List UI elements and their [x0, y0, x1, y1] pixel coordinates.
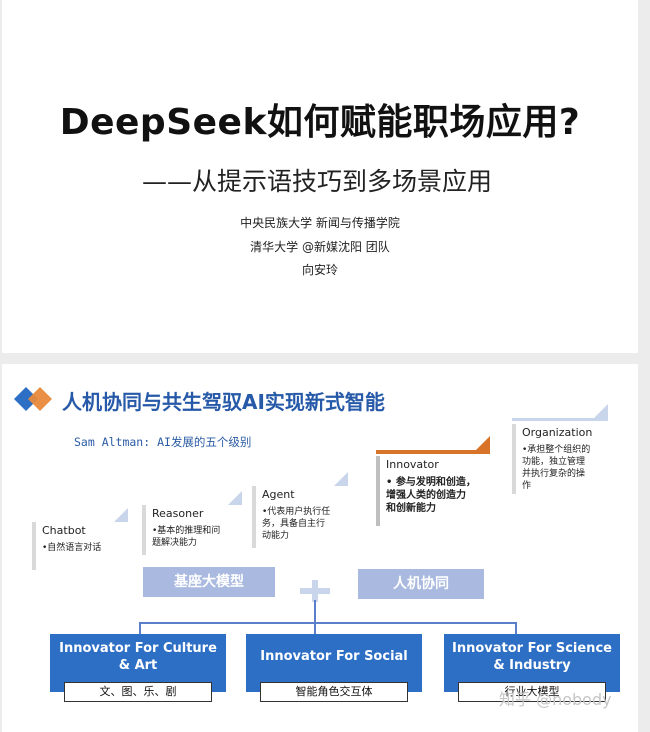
level-name: Organization — [522, 426, 593, 439]
level-organization: Organization •承担整个组织的功能，独立管理并执行复杂的操作 — [512, 404, 608, 494]
box-caption: 行业大模型 — [458, 682, 606, 702]
level-desc: •承担整个组织的功能，独立管理并执行复杂的操作 — [522, 445, 591, 491]
plus-sign-horizontal — [300, 588, 330, 594]
content-slide: 人机协同与共生驾驭AI实现新式智能 Sam Altman: AI发展的五个级别 … — [2, 364, 638, 732]
level-innovator: Innovator • 参与发明和创造，增强人类的创造力和创新能力 — [376, 436, 490, 526]
altman-levels-label: Sam Altman: AI发展的五个级别 — [74, 435, 252, 449]
level-desc: •基本的推理和问题解决能力 — [152, 526, 221, 548]
level-name: Agent — [262, 488, 295, 501]
affiliation-line-2: 清华大学 @新媒沈阳 团队 — [250, 240, 390, 254]
slide-title: DeepSeek如何赋能职场应用? — [59, 102, 581, 143]
slide-subtitle: ——从提示语技巧到多场景应用 — [142, 167, 493, 196]
level-name: Chatbot — [42, 524, 86, 537]
connector-center — [314, 622, 316, 634]
innovator-culture-art-box: Innovator For Culture& Art 文、图、乐、剧 — [50, 634, 226, 702]
innovator-science-industry-box: Innovator For Science& Industry 行业大模型 — [444, 634, 620, 702]
foundation-model-box: 基座大模型 — [143, 567, 275, 597]
level-reasoner: Reasoner •基本的推理和问题解决能力 — [142, 491, 242, 555]
innovator-social-box: Innovator For Social 智能角色交互体 — [246, 634, 422, 702]
affiliation-line-1: 中央民族大学 新闻与传播学院 — [240, 216, 400, 230]
affiliation-line-3: 向安玲 — [301, 263, 338, 277]
title-slide: DeepSeek如何赋能职场应用? ——从提示语技巧到多场景应用 中央民族大学 … — [2, 0, 638, 353]
connector-bar — [139, 622, 516, 624]
box-caption: 文、图、乐、剧 — [64, 682, 212, 702]
level-desc: •代表用户执行任务，具备自主行动能力 — [262, 507, 331, 541]
level-chatbot: Chatbot •自然语言对话 — [32, 508, 128, 570]
human-ai-collab-box: 人机协同 — [358, 569, 484, 599]
connector-right — [515, 622, 517, 634]
level-desc: •自然语言对话 — [42, 543, 102, 553]
level-name: Innovator — [386, 458, 439, 471]
connector-left — [139, 622, 141, 634]
level-desc: • 参与发明和创造，增强人类的创造力和创新能力 — [386, 477, 476, 514]
level-agent: Agent •代表用户执行任务，具备自主行动能力 — [252, 472, 348, 548]
slide-heading: 人机协同与共生驾驭AI实现新式智能 — [62, 390, 385, 414]
watermark: 知乎 @nobody — [499, 690, 612, 709]
connector-stem — [314, 600, 316, 622]
diamond-logo-icon — [14, 387, 52, 411]
box-caption: 智能角色交互体 — [260, 682, 408, 702]
level-name: Reasoner — [152, 507, 204, 520]
